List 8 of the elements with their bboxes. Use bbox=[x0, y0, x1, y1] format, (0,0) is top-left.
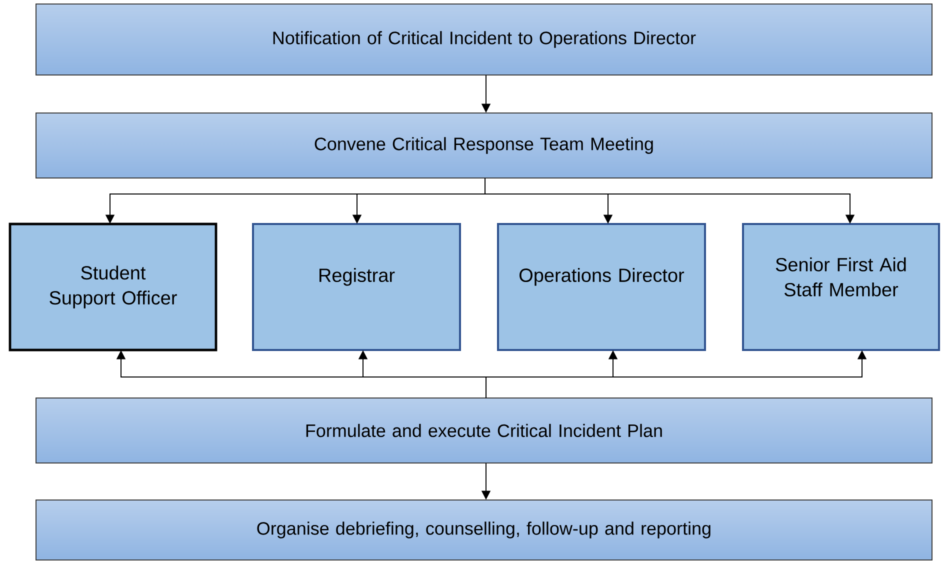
role-box: Student Support Officer bbox=[8, 222, 218, 352]
process-box: Organise debriefing, counselling, follow-up and reporting bbox=[36, 500, 933, 560]
role-box: Senior First Aid Staff Member bbox=[742, 223, 940, 351]
role-box: Operations Director bbox=[497, 223, 706, 351]
process-box: Formulate and execute Critical Incident Plan bbox=[36, 398, 933, 464]
process-box: Notification of Critical Incident to Operations Director bbox=[36, 4, 933, 76]
process-box: Convene Critical Response Team Meeting bbox=[36, 112, 933, 178]
role-box: Registrar bbox=[252, 223, 461, 351]
